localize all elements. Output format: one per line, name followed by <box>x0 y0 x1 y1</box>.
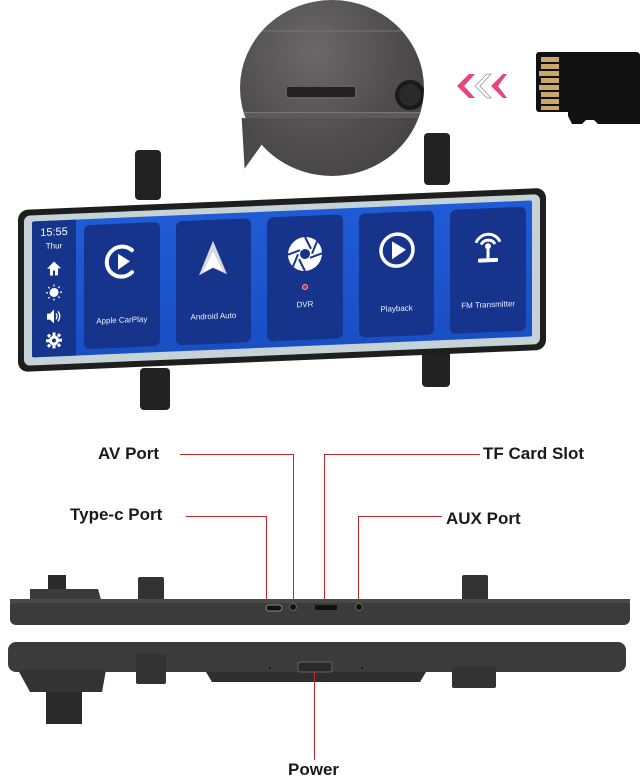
tile-label: Android Auto <box>190 310 237 322</box>
housing-edge <box>240 112 424 118</box>
tf-card-slot <box>315 605 337 610</box>
android-auto-icon <box>199 240 228 276</box>
mirror-bottom-edge-view <box>8 642 626 724</box>
aux-port <box>355 603 363 611</box>
mount-clip-top-left <box>135 150 161 200</box>
leader-type-c-h <box>186 516 266 517</box>
home-icon[interactable] <box>46 260 62 277</box>
mirror-dashcam-front: 15:55 Thur Apple CarPlay Android Auto DV… <box>18 187 546 372</box>
aperture-icon <box>287 236 323 272</box>
tile-label: FM Transmitter <box>461 299 516 311</box>
carplay-icon <box>104 244 134 279</box>
tile-label: Playback <box>380 303 413 314</box>
housing-ridge <box>240 30 424 32</box>
antenna-icon <box>474 232 502 263</box>
leader-tf-slot-v <box>324 454 325 604</box>
leader-power-v <box>314 672 315 760</box>
tf-slot-closeup <box>285 85 357 99</box>
settings-icon[interactable] <box>46 332 62 349</box>
leader-tf-slot-h <box>324 454 480 455</box>
brightness-icon[interactable] <box>46 284 62 301</box>
app-tiles: Apple CarPlay Android Auto DVR Playback … <box>84 206 526 350</box>
aux-jack-closeup <box>395 80 424 110</box>
clock-time: 15:55 <box>40 225 68 240</box>
label-power: Power <box>288 760 340 779</box>
label-tf-card-slot: TF Card Slot <box>483 444 585 463</box>
camera-knob <box>46 692 82 724</box>
tile-playback[interactable]: Playback <box>358 210 435 338</box>
tile-dvr[interactable]: DVR <box>267 214 343 342</box>
label-aux-port: AUX Port <box>446 509 521 528</box>
leader-type-c-v <box>266 516 267 604</box>
type-c-port <box>265 604 283 612</box>
play-circle-icon <box>378 232 415 268</box>
av-port <box>289 603 297 611</box>
tile-label: DVR <box>296 299 314 310</box>
mount-clip-top-right <box>424 133 450 185</box>
tile-apple-carplay[interactable]: Apple CarPlay <box>84 222 160 350</box>
recording-status-dot <box>301 283 308 291</box>
leader-aux-v <box>358 516 359 602</box>
mount-clip-bottom-left <box>140 368 170 410</box>
leader-av-port-v <box>293 454 294 601</box>
leader-aux-h <box>358 516 442 517</box>
microsd-card-icon <box>536 52 640 124</box>
tile-android-auto[interactable]: Android Auto <box>175 218 252 346</box>
zoom-detail-bubble <box>240 0 424 176</box>
tile-label: Apple CarPlay <box>96 314 148 326</box>
label-av-port: AV Port <box>98 444 160 463</box>
screen-sidebar: 15:55 Thur <box>32 219 76 358</box>
leader-av-port-h <box>180 454 294 455</box>
tile-fm-transmitter[interactable]: FM Transmitter <box>450 206 526 334</box>
clock-day: Thur <box>45 241 63 251</box>
insert-arrows-icon <box>457 73 507 99</box>
label-type-c-port: Type-c Port <box>70 505 163 524</box>
touch-screen: 15:55 Thur Apple CarPlay Android Auto DV… <box>32 200 532 358</box>
power-button <box>297 661 333 673</box>
mirror-top-edge-view <box>10 575 630 625</box>
volume-icon[interactable] <box>46 308 62 325</box>
